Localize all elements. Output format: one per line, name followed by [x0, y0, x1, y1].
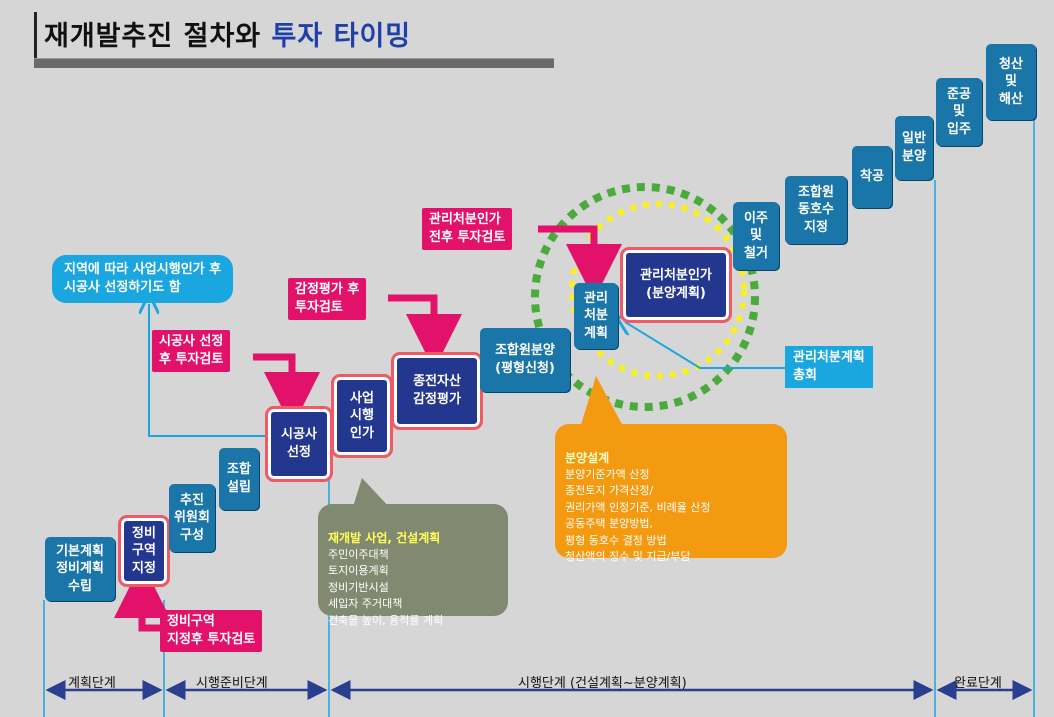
phase-prep: 시행준비단계: [196, 676, 268, 691]
callout-sale-design-body: 분양기준가액 산정 종전토지 가격산정/ 권리가액 인정기준, 비례율 산정 공…: [565, 467, 711, 564]
note-after-appraisal: 감정평가 후 투자검토: [288, 278, 367, 321]
step-union: 조합 설립: [219, 448, 259, 510]
phase-done: 완료단계: [954, 676, 1002, 691]
title-edge: [34, 12, 37, 64]
note-after-zone: 정비구역 지정후 투자검토: [160, 610, 263, 653]
step-appraisal: 종전자산 감정평가: [391, 352, 483, 430]
callout-construction-plan-head: 재개발 사업, 건설계획: [328, 530, 441, 545]
title-underline: [34, 58, 554, 68]
page-title: 재개발추진 절차와 투자 타이밍: [44, 21, 412, 52]
step-unit-assign: 조합원 동호수 지정: [785, 176, 847, 244]
callout-sale-design-head: 분양설계: [565, 450, 610, 465]
step-member-sale: 조합원분양 (평형신청): [480, 328, 570, 392]
phase-planning: 계획단계: [68, 676, 116, 691]
step-completion: 준공 및 입주: [936, 78, 982, 146]
callout-construction-plan-body: 주민이주대책 토지이용계획 정비기반시설 세입자 주거대책 건축물 높이, 용적…: [328, 547, 444, 627]
step-mgmt-plan: 관리 처분 계획: [574, 283, 618, 349]
step-basic-plan: 기본계획 정비계획 수립: [45, 537, 115, 601]
step-contractor: 시공사 선정: [265, 406, 333, 482]
note-mgmt-review: 관리처분인가 전후 투자검토: [422, 208, 513, 251]
note-after-contractor: 시공사 선정 후 투자검토: [152, 330, 231, 373]
step-general-sale: 일반 분양: [895, 116, 933, 180]
highlight-ring-outer: [531, 183, 759, 411]
step-project-approval: 사업 시행 인가: [331, 374, 393, 458]
step-relocation: 이주 및 철거: [733, 202, 779, 270]
step-construction: 착공: [852, 146, 892, 208]
note-general-meeting: 관리처분계획 총회: [785, 346, 873, 389]
step-zone-designation: 정비 구역 지정: [118, 515, 170, 587]
step-liquidation: 청산 및 해산: [986, 44, 1036, 120]
highlight-ring-inner: [569, 201, 747, 379]
phase-execution: 시행단계 (건설계획~분양계획): [518, 676, 687, 691]
step-mgmt-approval: 관리처분인가 (분양계획): [620, 247, 732, 323]
step-committee: 추진 위원회 구성: [169, 484, 215, 552]
note-regional: 지역에 따라 사업시행인가 후 시공사 선정하기도 함: [52, 255, 234, 304]
